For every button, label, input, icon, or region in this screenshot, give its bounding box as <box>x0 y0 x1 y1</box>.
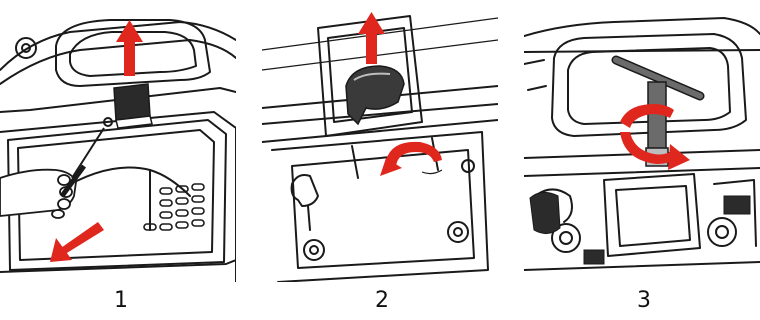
step-2-drawing <box>262 12 498 282</box>
rotate-arrow-icon <box>620 104 690 170</box>
cover-plate-icon <box>113 83 153 129</box>
step-number-2: 2 <box>375 288 389 313</box>
step-3-illustration <box>524 0 760 282</box>
step-3-drawing <box>524 17 760 271</box>
screwdriver-icon <box>59 127 105 198</box>
step-1-illustration <box>0 0 236 282</box>
step-number-3: 3 <box>637 288 651 313</box>
engine-block-icon <box>529 192 751 265</box>
rotate-arrow-icon <box>380 141 443 176</box>
step-2-illustration <box>262 0 498 282</box>
down-left-arrow-icon <box>50 222 104 262</box>
plug-cap-icon <box>345 65 405 126</box>
up-arrow-icon <box>358 12 385 64</box>
step-number-1: 1 <box>114 288 128 313</box>
step-1-drawing <box>0 19 236 282</box>
up-arrow-icon <box>116 20 143 76</box>
